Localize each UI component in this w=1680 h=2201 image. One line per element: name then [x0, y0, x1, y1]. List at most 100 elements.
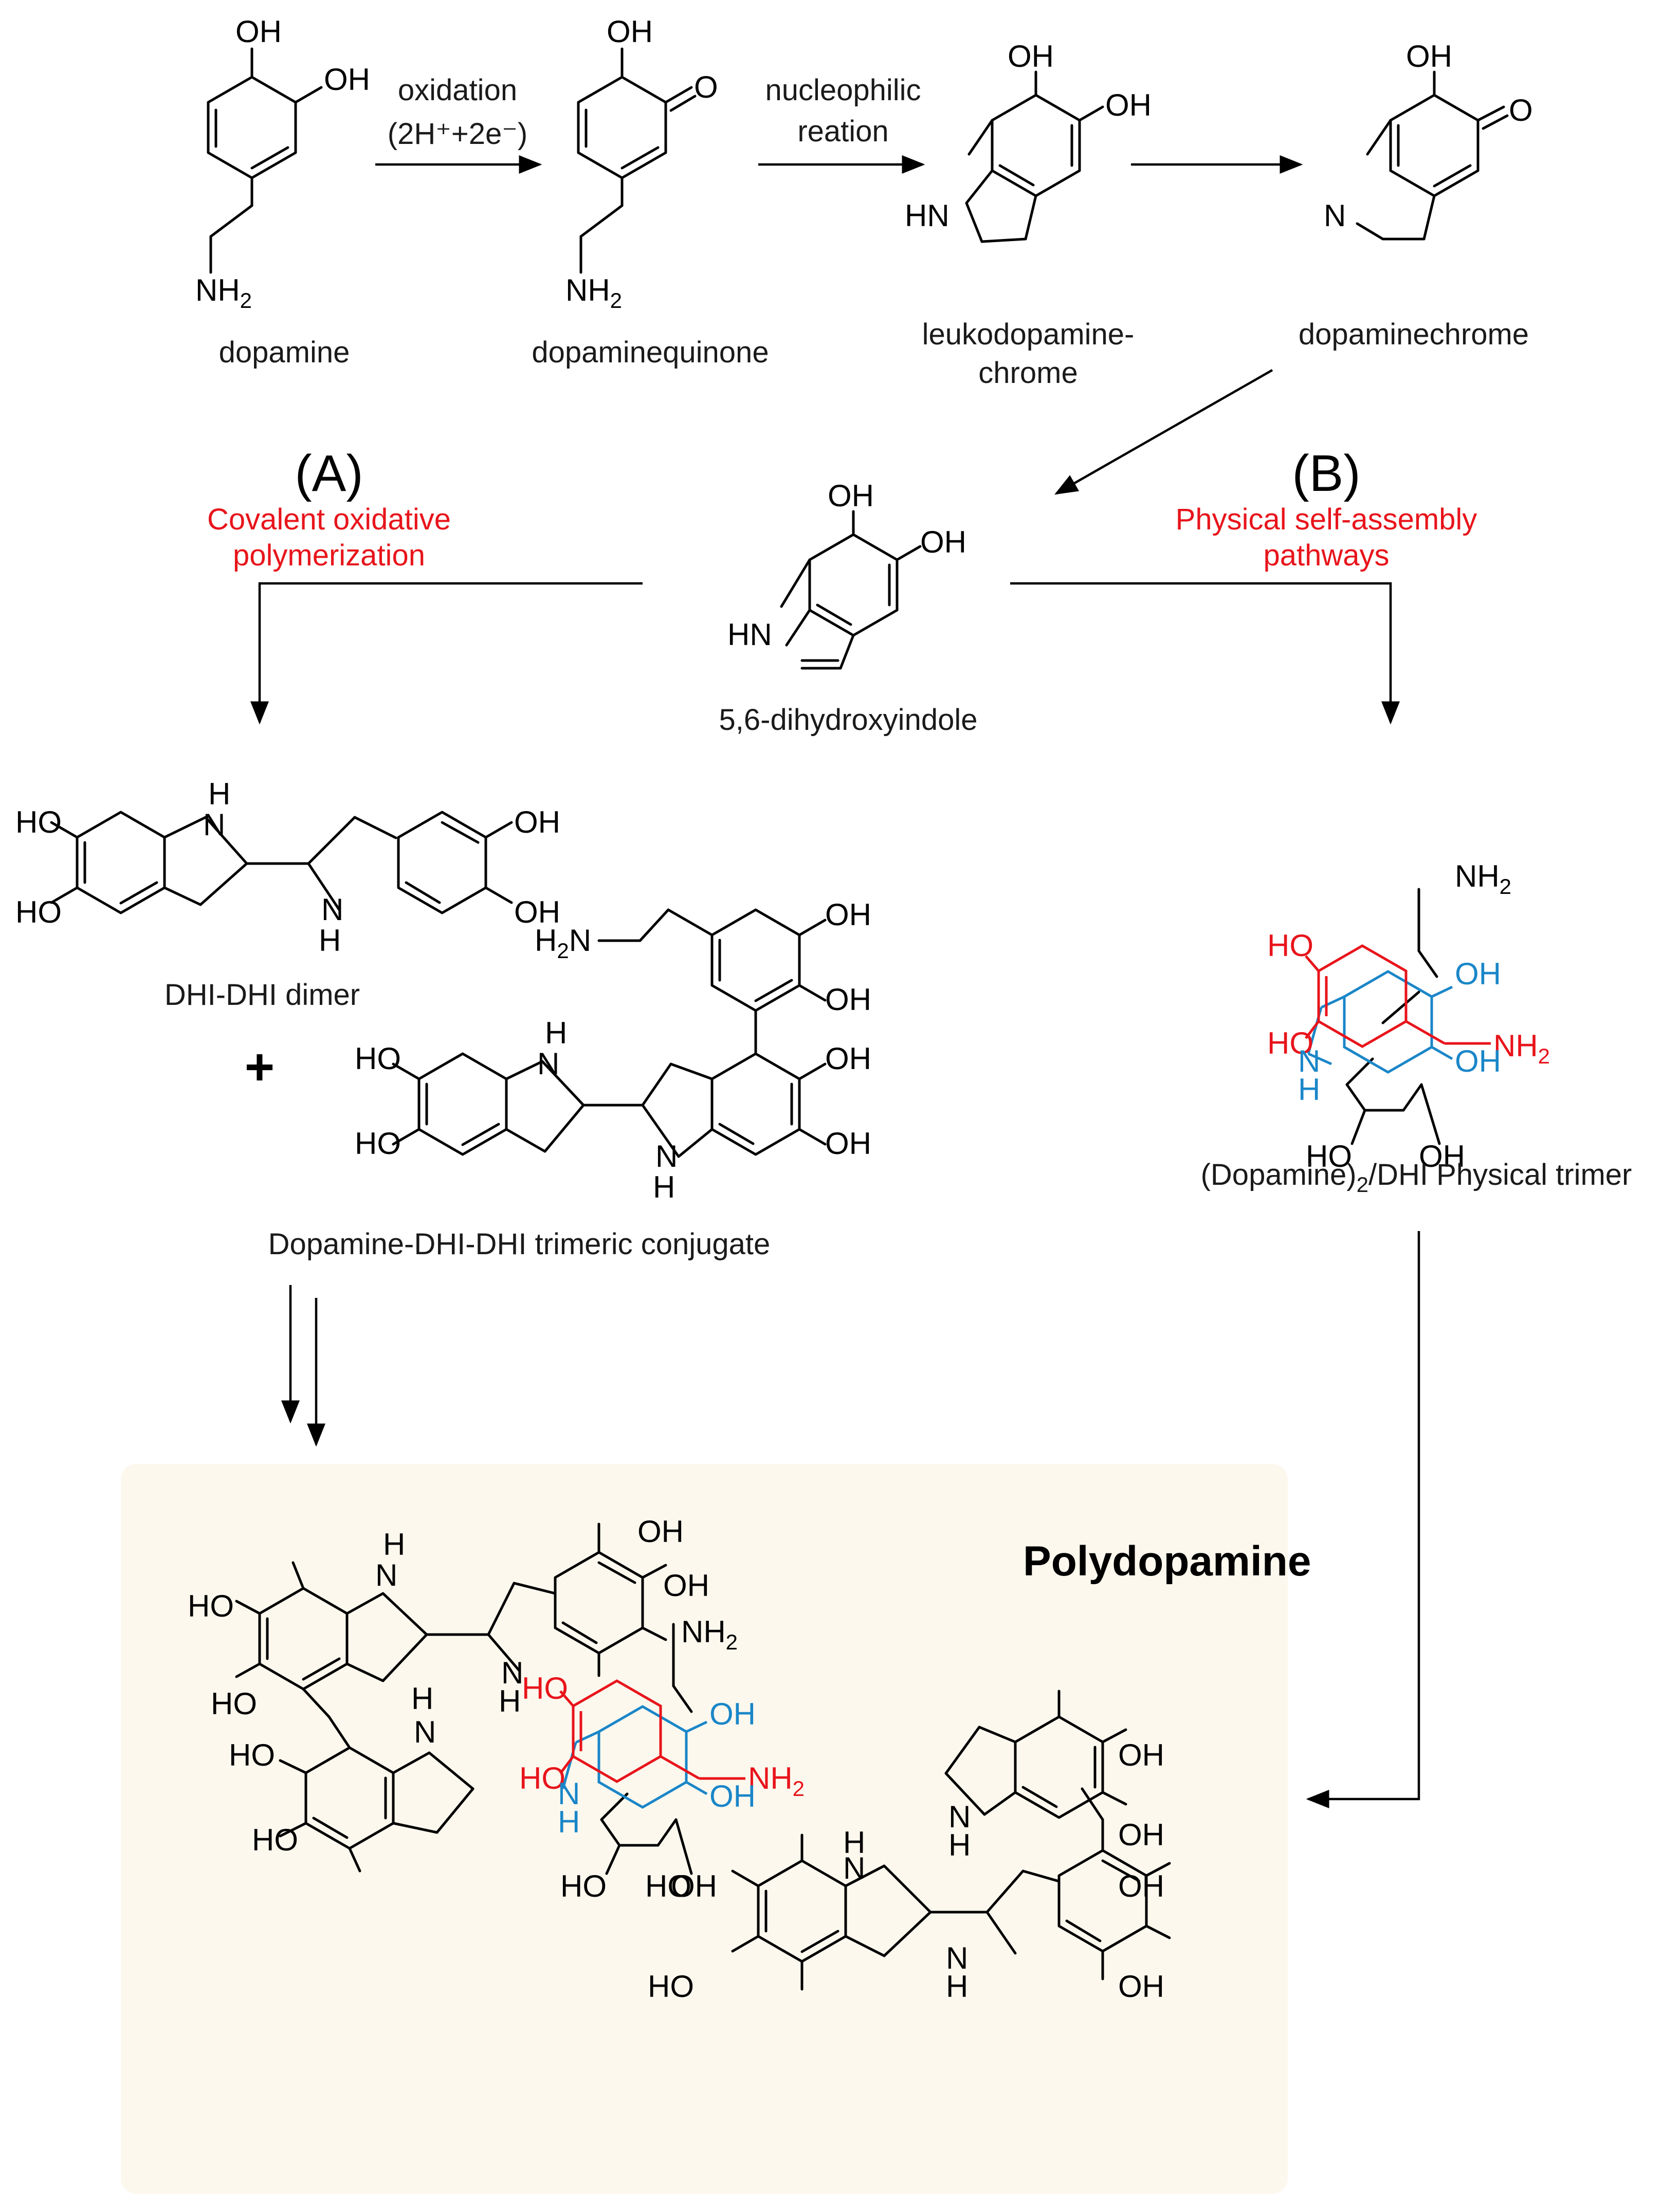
- phys-h-blue: H: [1298, 1072, 1320, 1107]
- dimer-h-2: H: [319, 923, 341, 958]
- dopamine-oh-top: OH: [235, 14, 282, 49]
- dhi-oh-side: OH: [920, 525, 966, 559]
- self-assembly-arrow: [1306, 1231, 1420, 1808]
- pda-h-3: H: [411, 1681, 433, 1716]
- dopaminechrome-structure: [1356, 70, 1509, 241]
- dhi-hn: HN: [727, 617, 772, 652]
- pda-ho-3: HO: [229, 1738, 275, 1772]
- oxidation-detail: (2H⁺+2e⁻): [388, 117, 527, 151]
- pda-ho-6: HO: [648, 1969, 694, 2004]
- dimer-n-2: N: [321, 892, 343, 927]
- pda-n-4: N: [843, 1851, 865, 1885]
- pathway-b-label: (B): [1292, 445, 1360, 502]
- embedded-physical-trimer: [559, 1623, 745, 1875]
- physical-trimer-label: (Dopamine)2/DHI Physical trimer: [1201, 1158, 1632, 1197]
- trimer-oh-2: OH: [825, 982, 871, 1017]
- quinone-nh2: NH2: [565, 273, 622, 313]
- dhi-dimer-structure: [50, 811, 513, 914]
- pda-n-blue: N: [558, 1776, 580, 1811]
- pda-n-3: N: [414, 1715, 436, 1749]
- chrome-oh: OH: [1406, 39, 1452, 74]
- dopaminequinone-structure: [577, 47, 697, 274]
- dopamine-oh-side: OH: [324, 62, 370, 97]
- pda-h-5: H: [946, 1969, 968, 2004]
- pda-ho-red-1: HO: [522, 1671, 568, 1705]
- trimer-h-2: H: [653, 1170, 675, 1204]
- dhi-structure: [780, 510, 922, 670]
- quinone-oh: OH: [607, 14, 653, 49]
- trimer-n-1: N: [537, 1047, 559, 1081]
- dimer-h-1: H: [208, 777, 230, 811]
- polydopamine-title: Polydopamine: [1023, 1538, 1311, 1585]
- polydopamine-network: [235, 1523, 1171, 1991]
- dimer-ho-1: HO: [15, 805, 62, 839]
- phys-oh-blue-2: OH: [1455, 1044, 1501, 1078]
- nucleophilic-label-1: nucleophilic: [765, 74, 921, 107]
- phys-ho-black: HO: [1306, 1139, 1352, 1173]
- trimer-ho-1: HO: [355, 1041, 401, 1076]
- dopaminequinone-label: dopaminequinone: [532, 336, 769, 369]
- physical-trimer-structure: [1305, 888, 1491, 1145]
- phys-oh-black: OH: [1419, 1139, 1465, 1173]
- dhi-oh-top: OH: [828, 479, 874, 513]
- pda-oh-1: OH: [637, 1514, 684, 1549]
- dimer-n-1: N: [203, 808, 225, 842]
- dimer-oh-1: OH: [514, 805, 560, 839]
- dimer-label: DHI-DHI dimer: [165, 978, 360, 1012]
- trimer-h-1: H: [545, 1016, 567, 1050]
- pda-oh-blue-1: OH: [709, 1697, 756, 1731]
- phys-oh-blue-1: OH: [1455, 957, 1501, 991]
- leukodopaminechrome-structure: [965, 70, 1104, 243]
- pathway-a-line2: polymerization: [233, 539, 425, 572]
- pda-oh-3: OH: [1118, 1869, 1164, 1903]
- trimer-ho-2: HO: [355, 1126, 401, 1161]
- phys-ho-red-2: HO: [1267, 1026, 1313, 1060]
- dhi-label: 5,6-dihydroxyindole: [719, 703, 978, 737]
- leuko-label-1: leukodopamine-: [922, 318, 1135, 351]
- pda-n-1: N: [375, 1558, 397, 1592]
- tautomerization-arrow: [1054, 369, 1273, 495]
- chrome-n: N: [1324, 198, 1346, 233]
- nucleophilic-label-2: reation: [797, 115, 888, 148]
- pathway-b-line1: Physical self-assembly: [1176, 503, 1477, 536]
- trimer-oh-1: OH: [825, 897, 871, 932]
- pda-h-2: H: [499, 1684, 521, 1718]
- quinone-o: O: [694, 70, 718, 104]
- trimer-n-2: N: [655, 1139, 678, 1173]
- pathway-a-line1: Covalent oxidative: [207, 503, 451, 536]
- pathway-b-line2: pathways: [1263, 539, 1389, 572]
- dimer-oh-2: OH: [514, 895, 560, 929]
- leuko-oh-side: OH: [1105, 88, 1152, 122]
- pda-h-blue: H: [558, 1805, 580, 1839]
- pda-n-5: N: [946, 1941, 968, 1975]
- trimer-oh-4: OH: [825, 1126, 871, 1161]
- pathway-a-arrow: [250, 582, 643, 725]
- pathway-a-label: (A): [295, 445, 363, 502]
- pda-h-6: H: [948, 1828, 971, 1862]
- phys-nh2-red: NH2: [1493, 1029, 1550, 1068]
- dopamine-nh2: NH2: [195, 273, 252, 313]
- leuko-label-2: chrome: [978, 356, 1078, 390]
- phys-nh2-top: NH2: [1455, 859, 1511, 898]
- chrome-o: O: [1509, 93, 1533, 127]
- pda-h-4: H: [843, 1825, 865, 1860]
- pda-oh-4: OH: [1118, 1969, 1164, 2004]
- leuko-hn: HN: [905, 198, 949, 233]
- pda-oh-5: OH: [1118, 1738, 1164, 1772]
- trimer-oh-3: OH: [825, 1041, 871, 1076]
- phys-ho-red-1: HO: [1267, 928, 1313, 963]
- pda-oh-2: OH: [663, 1568, 709, 1603]
- pda-oh-blue-2: OH: [709, 1779, 756, 1813]
- pda-nh2-red: NH2: [748, 1761, 805, 1801]
- polydopamine-box: [121, 1464, 1288, 2194]
- pda-ho-red-2: HO: [519, 1761, 565, 1795]
- pda-n-6: N: [948, 1800, 971, 1834]
- dopamine-label: dopamine: [219, 336, 350, 369]
- pda-ho-5: HO: [645, 1869, 691, 1903]
- pda-ho-1: HO: [188, 1589, 234, 1623]
- pathway-b-arrow: [1010, 582, 1400, 725]
- dopamine-structure: [207, 47, 323, 274]
- leuko-oh-top: OH: [1008, 39, 1054, 74]
- trimeric-label: Dopamine-DHI-DHI trimeric conjugate: [268, 1227, 771, 1261]
